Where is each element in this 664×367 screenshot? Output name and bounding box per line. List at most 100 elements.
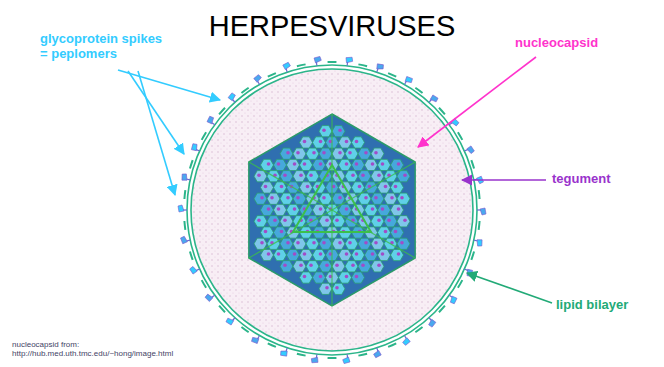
- capsomer-body: [332, 216, 345, 227]
- nucleocapsid: [249, 114, 415, 306]
- capsomer-dot: [260, 196, 264, 200]
- capsomer-dot: [319, 275, 323, 279]
- capsomer: [306, 238, 319, 249]
- capsomer-dot: [335, 286, 339, 290]
- capsomer-body: [358, 238, 371, 249]
- capsomer-dot: [358, 185, 362, 189]
- capsomer-body: [319, 148, 332, 159]
- capsomer: [358, 193, 371, 204]
- capsomer: [293, 261, 306, 272]
- capsomer: [358, 238, 371, 249]
- capsomer-dot: [322, 151, 326, 155]
- membrane-curl: [328, 61, 337, 63]
- capsomer: [306, 171, 319, 182]
- spike-head: [311, 357, 319, 364]
- bilayer-outer: [187, 65, 477, 355]
- membrane-curl: [202, 132, 206, 140]
- spike: [180, 235, 190, 244]
- capsomer-body: [254, 238, 267, 249]
- capsomer-dot: [400, 196, 404, 200]
- capsomer-body: [365, 204, 378, 215]
- capsomer-dot: [338, 241, 342, 245]
- capsomer-dot: [351, 173, 355, 177]
- capsomer: [319, 216, 332, 227]
- capsomer-body: [358, 171, 371, 182]
- capsomer-body: [319, 283, 332, 294]
- capsomer-body: [319, 193, 332, 204]
- capsomer: [358, 148, 371, 159]
- capsomer: [378, 204, 391, 215]
- capsomer-dot: [267, 252, 271, 256]
- capsomer: [397, 171, 410, 182]
- capsid-edge: [249, 210, 332, 258]
- part-label: lipid bilayer: [556, 298, 628, 313]
- capsomer-dot: [387, 218, 391, 222]
- capsomer-dot: [355, 275, 359, 279]
- spike: [473, 238, 483, 247]
- capsomer-body: [261, 227, 274, 238]
- capsomer-dot: [351, 263, 355, 267]
- capsomer-body: [306, 261, 319, 272]
- capsomer-dot: [283, 218, 287, 222]
- capsomer-body: [371, 193, 384, 204]
- capsomer: [261, 227, 274, 238]
- membrane-curl: [183, 190, 186, 199]
- capsomer-dot: [267, 162, 271, 166]
- capsomer-dot: [355, 140, 359, 144]
- capsomer-dot: [260, 241, 264, 245]
- capsomer-body: [358, 148, 371, 159]
- capsomer-body: [371, 238, 384, 249]
- capsomer-dot: [303, 275, 307, 279]
- spike-head: [314, 56, 322, 63]
- capsomer-dot: [345, 207, 349, 211]
- spike-head: [465, 268, 473, 277]
- spike: [283, 62, 292, 73]
- spike: [280, 346, 289, 357]
- spike: [342, 354, 350, 364]
- capsomer-dot: [371, 162, 375, 166]
- capsomer-dot: [384, 185, 388, 189]
- capsomer: [254, 238, 267, 249]
- capsomer-body: [339, 204, 352, 215]
- capsomer: [280, 216, 293, 227]
- capsomer-dot: [264, 230, 268, 234]
- membrane-curl: [241, 327, 248, 332]
- capsomer-dot: [374, 196, 378, 200]
- capsomer-dot: [364, 241, 368, 245]
- capsomer: [332, 193, 345, 204]
- capsomer-body: [293, 261, 306, 272]
- capsomer: [332, 216, 345, 227]
- capsomer: [332, 126, 345, 137]
- capsomer: [293, 171, 306, 182]
- capsomer: [306, 261, 319, 272]
- capsomer-body: [267, 216, 280, 227]
- capsomer-dot: [322, 128, 326, 132]
- capsomer-body: [358, 193, 371, 204]
- capsomer-body: [280, 216, 293, 227]
- capsomer-body: [352, 272, 365, 283]
- capsomer: [332, 238, 345, 249]
- capsomer: [300, 272, 313, 283]
- capsomer: [274, 204, 287, 215]
- part-label: glycoprotein spikes = peplomers: [40, 32, 168, 62]
- lipid-bilayer: [187, 65, 477, 355]
- capsomer: [313, 204, 326, 215]
- source-note: nucleocapsid from: http://hub.med.uth.tm…: [12, 340, 212, 358]
- capsomer: [332, 283, 345, 294]
- membrane-curl: [202, 280, 206, 288]
- membrane-curl: [478, 221, 481, 230]
- capsomer-dot: [364, 196, 368, 200]
- capsomer: [378, 159, 391, 170]
- capsomer-dot: [312, 241, 316, 245]
- capsomer-body: [261, 182, 274, 193]
- part-label: tegument: [552, 172, 611, 187]
- spike: [446, 294, 457, 305]
- capsomer-body: [280, 171, 293, 182]
- capsomer-dot: [371, 252, 375, 256]
- spike: [206, 115, 217, 126]
- capsomer-body: [293, 193, 306, 204]
- membrane-curl: [388, 73, 396, 77]
- membrane-curl: [471, 251, 474, 259]
- capsomer-body: [345, 261, 358, 272]
- capsomer: [397, 238, 410, 249]
